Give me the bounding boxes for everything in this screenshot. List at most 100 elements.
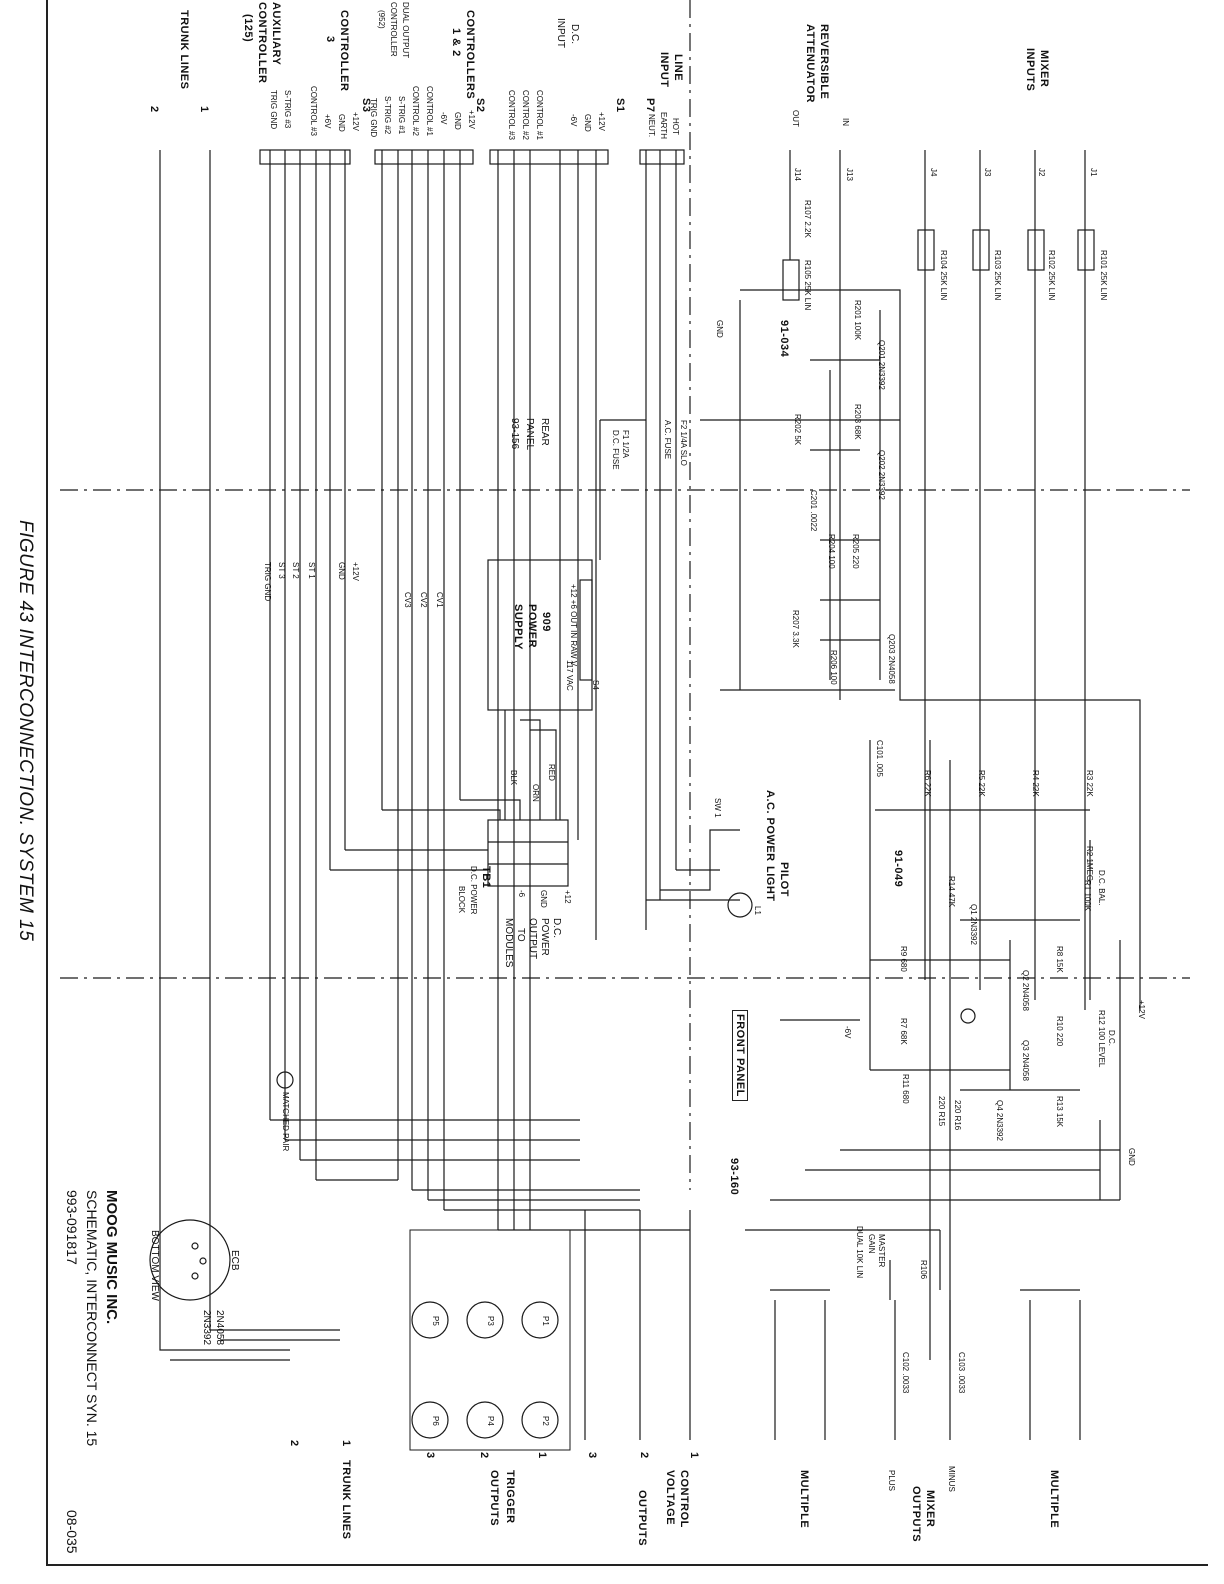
- r4: R4 22K: [1031, 770, 1040, 797]
- wire-triggnd: TRIG GND: [263, 562, 272, 602]
- r11: R11 680: [901, 1074, 910, 1104]
- s1-pin-gnd: GND: [583, 114, 592, 132]
- r201: R201 100K: [853, 300, 862, 341]
- plug-p1: [521, 1301, 559, 1339]
- psu-power: POWER: [526, 604, 538, 649]
- s2-pin-gnd: GND: [453, 112, 462, 130]
- controller-3-line1: CONTROLLER: [338, 10, 350, 92]
- trigger-outputs-line2: OUTPUTS: [488, 1470, 500, 1527]
- plug-p1-label: P1: [541, 1316, 550, 1326]
- jack-j2: J2: [1037, 168, 1046, 177]
- attenuator-out: OUT: [791, 110, 800, 127]
- plug-p2: [521, 1401, 559, 1439]
- r1-desc: D.C. BAL.: [1097, 870, 1106, 906]
- r207: R207 3.3K: [791, 610, 800, 648]
- tb1-term-12: +12: [563, 890, 572, 904]
- cv-out-1: 1: [688, 1452, 700, 1459]
- transistor-bottom-view-outline: [149, 1219, 231, 1301]
- pot-r101: R101 25K LIN: [1099, 250, 1108, 301]
- r204: R204 100: [827, 534, 836, 569]
- rear-panel-line2: PANEL: [524, 418, 535, 451]
- pot-r105: R105 25K LIN: [803, 260, 812, 311]
- s3-pin-12v: +12V: [351, 112, 360, 131]
- mixer-outputs-line1: MIXER: [924, 1490, 936, 1528]
- s3-pin-strig3: S-TRIG #3: [283, 90, 292, 129]
- trig-out-1: 1: [536, 1452, 548, 1459]
- tb1-desc1: D.C. POWER: [469, 866, 478, 915]
- s2-pin-strig2: S-TRIG #2: [383, 96, 392, 135]
- multiple-label-top: MULTIPLE: [1048, 1470, 1060, 1529]
- wire-cv3: CV3: [403, 592, 412, 608]
- fuse-f1-desc: D.C. FUSE: [611, 430, 620, 470]
- tb1-out-3: OUTPUT: [527, 918, 538, 960]
- wire-cv1: CV1: [435, 592, 444, 608]
- trunk-out-1: 1: [340, 1440, 352, 1447]
- dc-input-line2: INPUT: [555, 18, 566, 48]
- ecb-label: ECB: [229, 1250, 240, 1271]
- aux-controller-line2: CONTROLLER: [256, 2, 268, 84]
- s2-pin-12v: +12V: [467, 110, 476, 129]
- pot-r104: R104 25K LIN: [939, 250, 948, 301]
- part-2n3392: 2N3392: [201, 1310, 212, 1346]
- s2-pin-6v: -6V: [439, 112, 448, 125]
- tb1-out-2: POWER: [539, 918, 550, 956]
- psu-909: 909: [540, 612, 552, 632]
- gnd-label-right: GND: [1127, 1148, 1136, 1166]
- c103: C103 .0033: [957, 1352, 966, 1394]
- r1: R1 100K: [1083, 880, 1092, 912]
- s2-terminal-block: [374, 149, 474, 165]
- psu-pins: +12 +6 OUT IN RAW V: [569, 584, 578, 667]
- r9: R9 680: [899, 946, 908, 972]
- wire-cv2: CV2: [419, 592, 428, 608]
- tb1-block: [487, 819, 569, 887]
- jack-j14: J14: [793, 168, 802, 181]
- s2-pin-strig1: S-TRIG #1: [397, 96, 406, 135]
- r10: R10 220: [1055, 1016, 1064, 1047]
- jack-j4: J4: [929, 168, 938, 177]
- fuse-f2-desc: A.C. FUSE: [663, 420, 672, 460]
- r13: R13 15K: [1055, 1096, 1064, 1128]
- cv-outputs-line3: OUTPUTS: [636, 1490, 648, 1547]
- r5: R5 22K: [977, 770, 986, 797]
- dual-output-line1: DUAL OUTPUT: [401, 2, 410, 59]
- tb1-term-gnd: GND: [539, 890, 548, 908]
- s1-terminal-block: [489, 149, 609, 165]
- q4: Q4 2N3392: [995, 1100, 1004, 1141]
- switch-s4: S4: [591, 680, 600, 690]
- trunk-1-label: 1: [198, 106, 210, 113]
- plug-p5: [411, 1301, 449, 1339]
- mixer-inputs-line2: INPUTS: [1024, 48, 1036, 92]
- sheet-border: [46, 0, 1208, 1566]
- cv-out-2: 2: [638, 1452, 650, 1459]
- r106: R106: [919, 1260, 928, 1280]
- wire-st2: ST 2: [291, 562, 300, 579]
- plug-p6-label: P6: [431, 1416, 440, 1426]
- dc-input-line1: D.C.: [569, 24, 580, 44]
- r203: R203 68K: [853, 404, 862, 440]
- company-name: MOOG MUSIC INC.: [103, 1190, 120, 1325]
- r3: R3 22K: [1085, 770, 1094, 797]
- wire-12v: +12V: [351, 562, 360, 581]
- part-2n4058: 2N4058: [214, 1310, 225, 1346]
- jack-j3: J3: [983, 168, 992, 177]
- trunk-2-label: 2: [148, 106, 160, 113]
- tb1-out-4: TO: [515, 928, 526, 942]
- wire-st1: ST 1: [307, 562, 316, 579]
- q2: Q2 2N4058: [1021, 970, 1030, 1011]
- minus6v-label: -6V: [843, 1026, 852, 1039]
- aux-controller-line1: AUXILIARY: [270, 2, 282, 66]
- plug-p4-label: P4: [486, 1416, 495, 1426]
- plug-p3: [466, 1301, 504, 1339]
- r2: R2 1MEG: [1085, 846, 1094, 882]
- r12: R12 100 LEVEL: [1097, 1010, 1106, 1068]
- r8: R8 15K: [1055, 946, 1064, 973]
- jack-j1: J1: [1089, 168, 1098, 177]
- master-gain-line1: MASTER: [877, 1234, 886, 1268]
- attenuator-in: IN: [841, 118, 850, 126]
- plug-p2-label: P2: [541, 1416, 550, 1426]
- s3-terminal-block: [259, 149, 351, 165]
- tb1-out-5: MODULES: [503, 918, 514, 968]
- gnd-label-top: GND: [715, 320, 724, 338]
- figure-caption: FIGURE 43 INTERCONNECTION. SYSTEM 15: [15, 520, 36, 942]
- psu-supply: SUPPLY: [512, 604, 524, 651]
